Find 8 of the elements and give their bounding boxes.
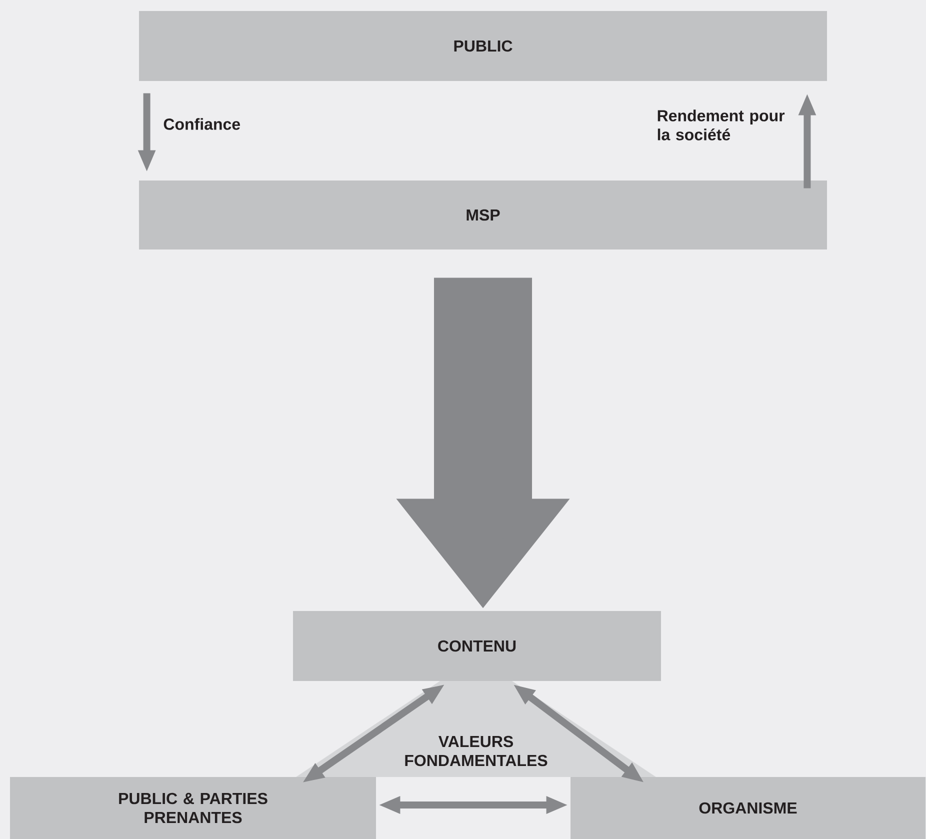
label-box: PUBLIC & PARTIES PRENANTES [10,777,376,839]
node-label: VALEURS FONDAMENTALES [405,736,548,766]
label-box: PUBLIC [139,11,827,81]
edge-label: Confiance [164,118,240,130]
label-box: ORGANISME [570,777,926,839]
edge-label: Rendement pour la société [658,110,785,140]
label-box: CONTENU [293,611,661,681]
label-box: MSP [139,180,827,250]
